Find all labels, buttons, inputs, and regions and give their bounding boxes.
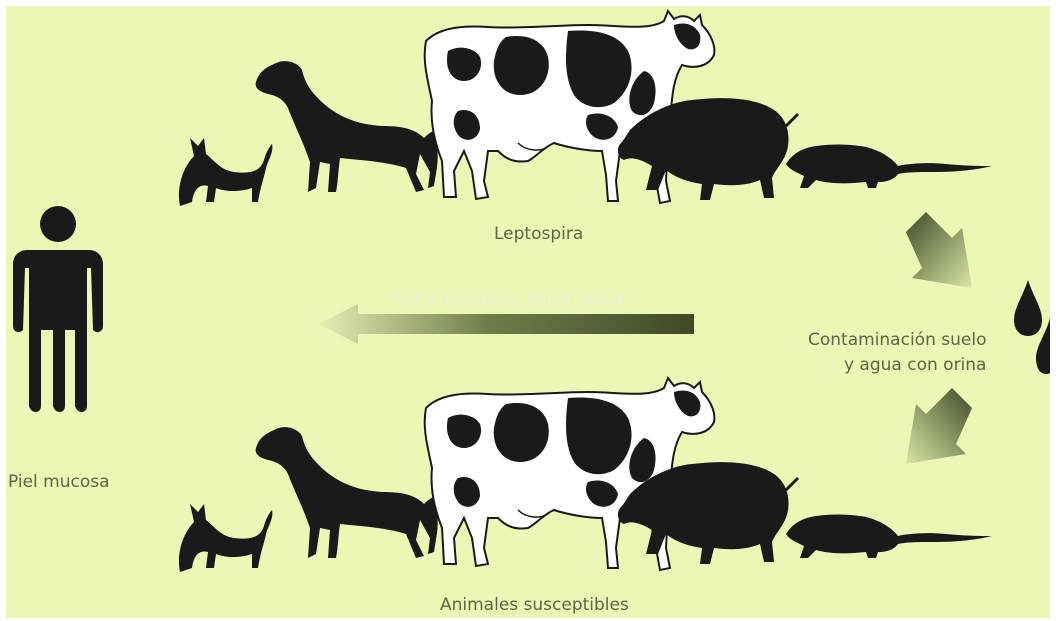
cat-icon xyxy=(179,138,272,206)
diagram-graphics xyxy=(6,6,1050,618)
arrow-down-right xyxy=(906,212,972,288)
reservoir-animals xyxy=(179,11,992,206)
reservoir-label: Leptospira xyxy=(494,224,583,244)
susceptible-animals xyxy=(179,378,992,572)
contamination-label: Contaminación suelo y agua con orina xyxy=(808,328,986,378)
transmission-arrow xyxy=(318,304,694,344)
contamination-label-line2: y agua con orina xyxy=(808,353,986,378)
arrow-down-left xyxy=(906,388,972,464)
rat-icon xyxy=(786,515,992,559)
leptospirosis-transmission-diagram: Leptospira Piel y mucosas, bucal-nasal C… xyxy=(6,6,1050,618)
cat-icon xyxy=(179,504,272,572)
susceptible-label: Animales susceptibles xyxy=(440,595,629,615)
transmission-label: Piel y mucosas, bucal-nasal xyxy=(391,290,625,310)
rat-icon xyxy=(786,145,992,189)
contamination-label-line1: Contaminación suelo xyxy=(808,328,986,353)
water-drop-icon xyxy=(1014,280,1042,336)
human-label: Piel mucosa xyxy=(8,472,110,492)
human-icon xyxy=(13,206,103,412)
